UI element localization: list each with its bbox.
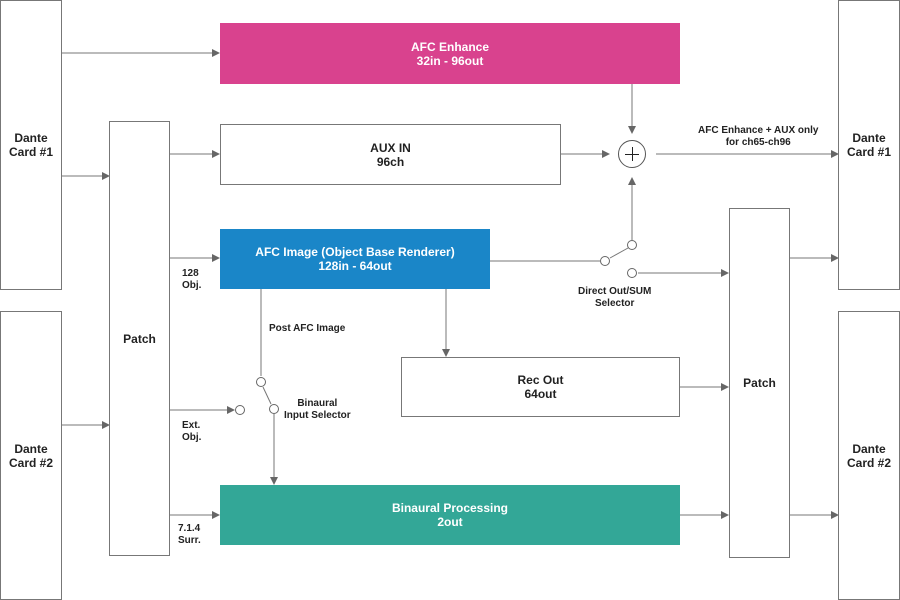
plus-circle-icon (618, 140, 646, 168)
dante-card-label: Dante (14, 441, 48, 456)
enhance-aux-channel-note: AFC Enhance + AUX only for ch65-ch96 (698, 125, 818, 149)
label-line: Direct Out/SUM (578, 286, 652, 297)
label-line: for ch65-ch96 (725, 137, 791, 148)
label-line: Ext. (182, 420, 201, 431)
switch-contact-icon (600, 256, 610, 266)
label-line: Binaural (297, 398, 338, 409)
switch-contact-icon (235, 405, 245, 415)
direct-out-sum-selector-label: Direct Out/SUM Selector (578, 286, 651, 310)
patch-label: Patch (123, 331, 156, 346)
dante-card-label: Dante (852, 441, 886, 456)
dante-card-number: Card #2 (846, 455, 892, 470)
block-subtitle: 128in - 64out (318, 259, 392, 273)
label-line: 7.1.4 (178, 523, 201, 534)
post-afc-image-label: Post AFC Image (269, 323, 346, 334)
binaural-input-selector-label: Binaural Input Selector (284, 398, 351, 422)
switch-contact-icon (269, 404, 279, 414)
patch-input: Patch (109, 121, 170, 556)
block-subtitle: 32in - 96out (416, 53, 484, 68)
dante-card-2-output: Dante Card #2 (838, 311, 900, 600)
label-line: 128 (182, 268, 199, 279)
block-title: AFC Enhance (410, 39, 489, 54)
dante-card-2-input: Dante Card #2 (0, 311, 62, 600)
dante-card-number: Card #1 (8, 145, 54, 159)
switch-contact-icon (627, 240, 637, 250)
block-title: AFC Image (Object Base Renderer) (255, 245, 455, 259)
dante-card-number: Card #2 (8, 455, 54, 470)
block-title: AUX IN (370, 140, 411, 155)
block-title: Rec Out (517, 373, 564, 387)
block-title: Binaural Processing (391, 501, 509, 515)
block-subtitle: 64out (524, 387, 557, 401)
label-line: Selector (594, 298, 635, 309)
switch-contact-icon (627, 268, 637, 278)
dante-card-label: Dante (14, 131, 48, 145)
binaural-processing-block: Binaural Processing 2out (220, 485, 680, 545)
label-line: Obj. (182, 432, 202, 443)
block-subtitle: 96ch (376, 154, 405, 169)
patch-output: Patch (729, 208, 790, 558)
label-line: Surr. (178, 535, 201, 546)
surround-7-1-4-label: 7.1.4 Surr. (178, 523, 201, 547)
afc-enhance-block: AFC Enhance 32in - 96out (220, 23, 680, 84)
aux-in-block: AUX IN 96ch (220, 124, 561, 185)
dante-card-1-input: Dante Card #1 (0, 0, 62, 290)
label-line: Obj. (182, 280, 202, 291)
input-128-obj-label: 128 Obj. (182, 268, 201, 292)
patch-label: Patch (743, 376, 776, 390)
switch-contact-icon (256, 377, 266, 387)
label-line: AFC Enhance + AUX only (698, 125, 819, 136)
ext-obj-label: Ext. Obj. (182, 420, 201, 444)
dante-card-label: Dante (852, 131, 886, 145)
rec-out-block: Rec Out 64out (401, 357, 680, 417)
dante-card-number: Card #1 (846, 145, 892, 159)
afc-image-block: AFC Image (Object Base Renderer) 128in -… (220, 229, 490, 289)
label-line: Input Selector (284, 410, 351, 421)
block-subtitle: 2out (437, 515, 463, 529)
dante-card-1-output: Dante Card #1 (838, 0, 900, 290)
